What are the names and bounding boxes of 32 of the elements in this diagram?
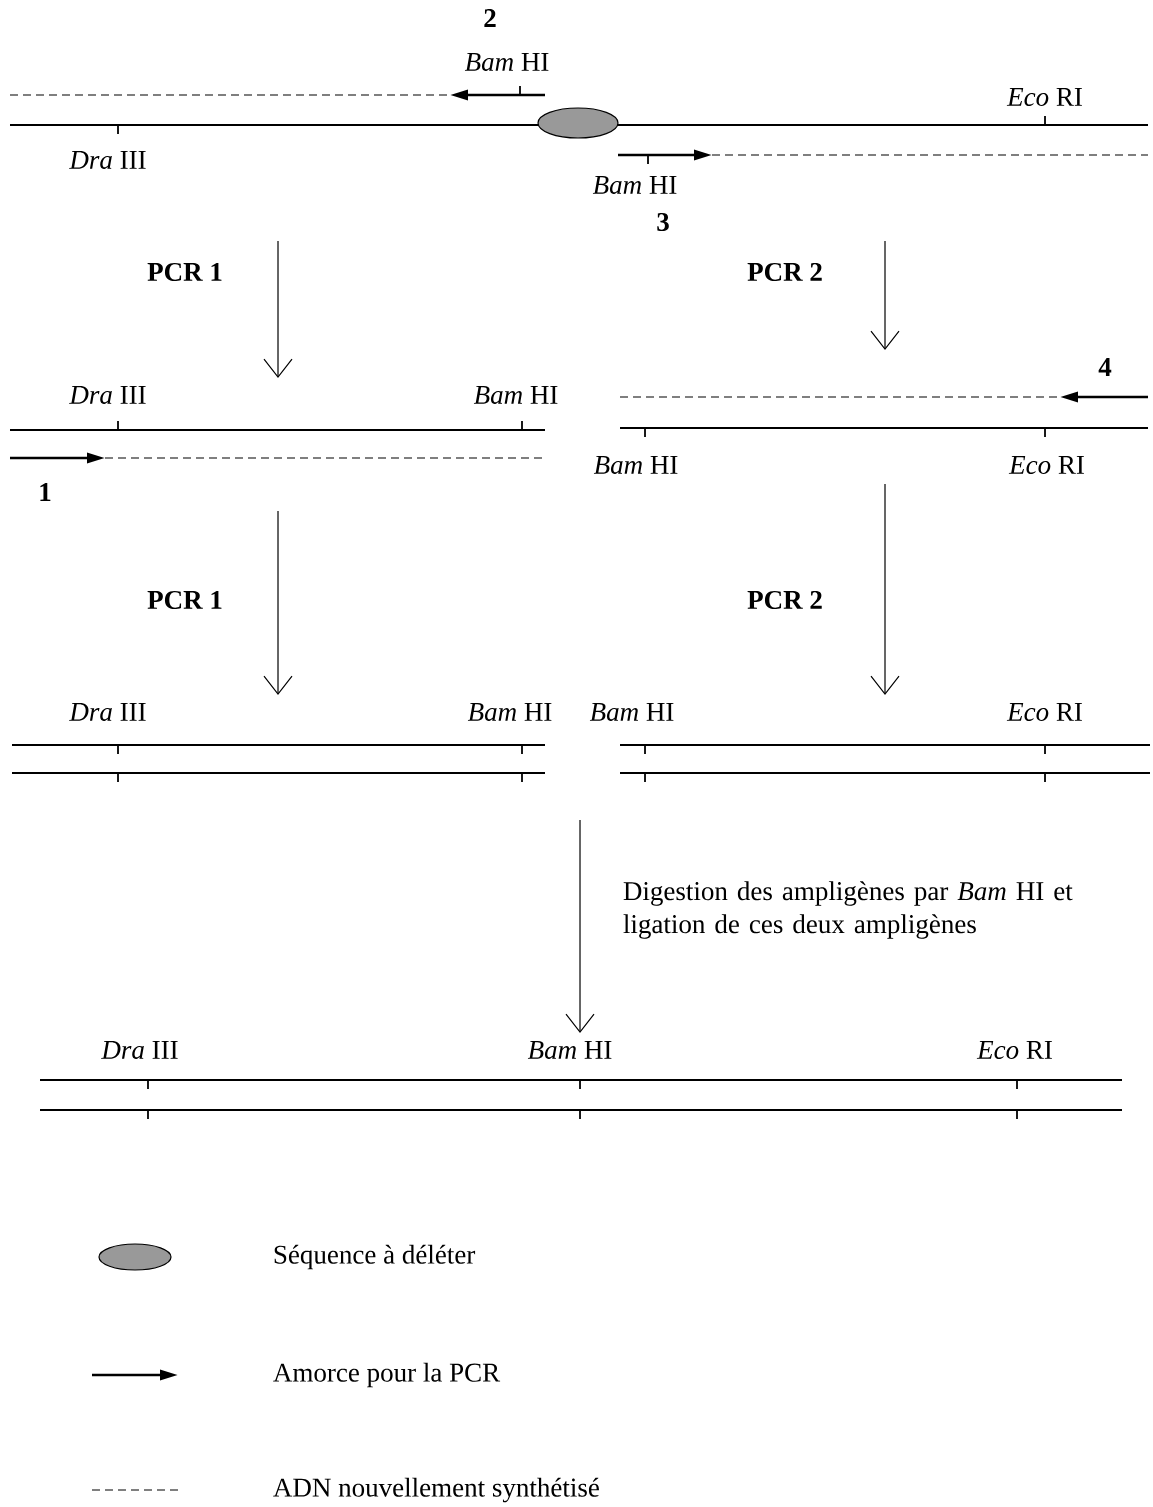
- arrow: [870, 483, 900, 696]
- arrow: [870, 240, 900, 351]
- site-label: Dra III: [101, 1041, 178, 1059]
- site-label: Bam HI: [592, 176, 677, 194]
- site-label: Bam HI: [527, 1041, 612, 1059]
- primer-number: 1: [40, 483, 51, 501]
- site-label: Dra III: [69, 386, 146, 404]
- edge-label: PCR 1: [147, 590, 222, 610]
- arrow: [565, 819, 595, 1034]
- legend-item: ADN nouvellement synthétisé: [91, 1477, 599, 1503]
- site-label: Eco RI: [1006, 703, 1082, 721]
- legend-item: Amorce pour la PCR: [92, 1362, 501, 1388]
- legend-item: Séquence à déléter: [98, 1243, 476, 1271]
- primer-number: 3: [657, 212, 669, 232]
- primer-number: 4: [1098, 358, 1112, 376]
- edge-label: PCR 2: [747, 590, 822, 610]
- edge-label: Digestion des ampligènes par Bam HI et ligation de ces deux ampligènes: [623, 881, 1073, 939]
- site-label: Dra III: [69, 151, 146, 169]
- arrow: [263, 510, 293, 696]
- site-label: Dra III: [69, 703, 146, 721]
- site-label: Bam HI: [473, 386, 558, 404]
- site-label: Bam HI: [467, 703, 552, 721]
- site-label: Bam HI: [593, 456, 678, 474]
- primer-number: 2: [484, 9, 496, 27]
- site-label: Eco RI: [1008, 456, 1084, 474]
- edge-label: PCR 2: [747, 262, 822, 282]
- site-label: Bam HI: [464, 53, 549, 71]
- arrow: [263, 240, 293, 379]
- site-label: Bam HI: [589, 703, 674, 721]
- site-label: Eco RI: [1006, 88, 1082, 106]
- edge-label: PCR 1: [147, 262, 222, 282]
- site-label: Eco RI: [976, 1041, 1052, 1059]
